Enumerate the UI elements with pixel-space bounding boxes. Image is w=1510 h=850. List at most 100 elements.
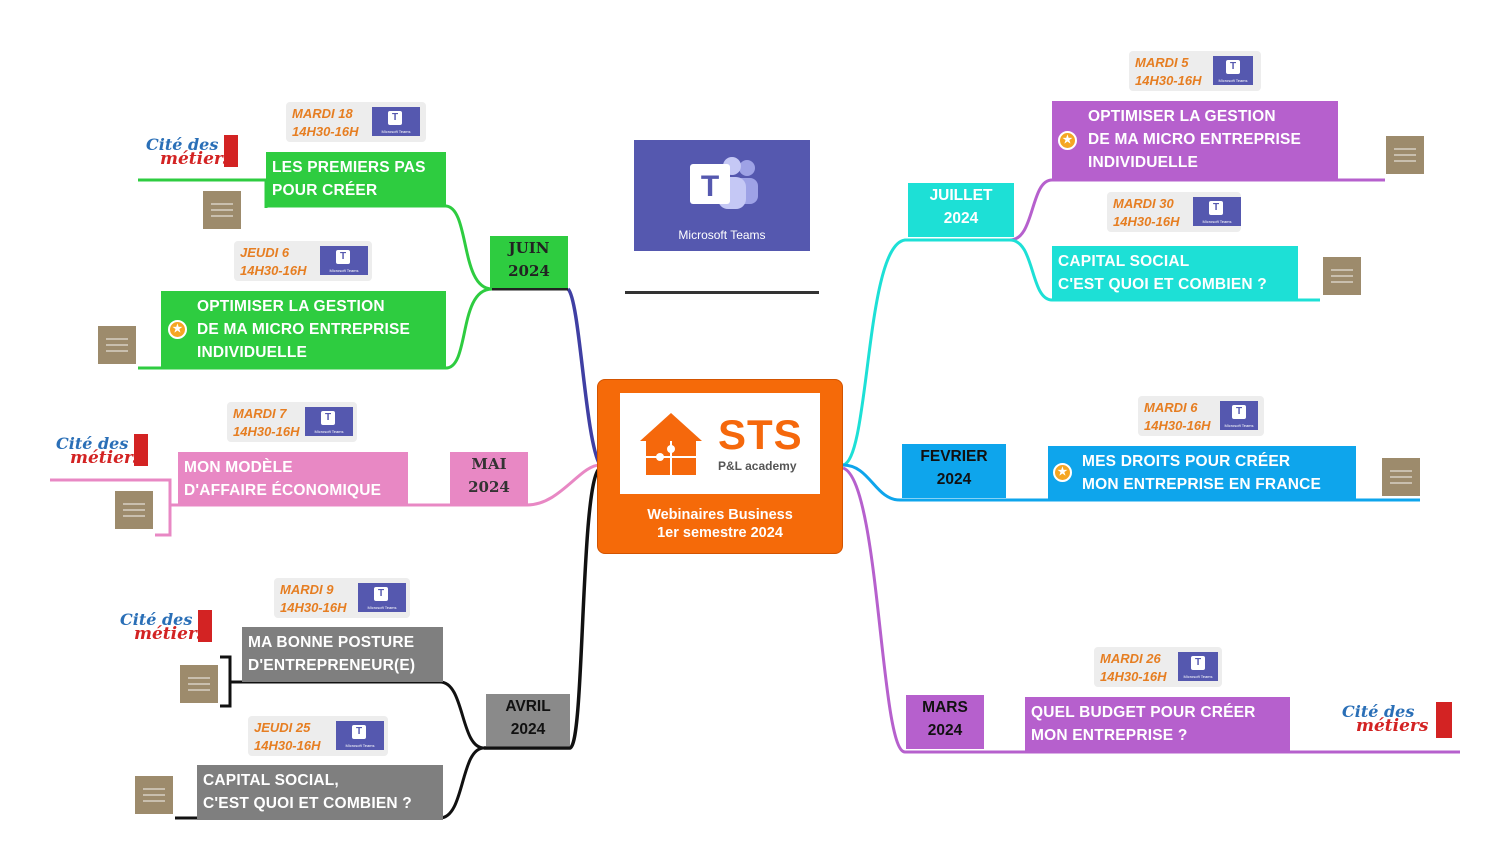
cite-des-metiers-logo: Cité des métiers [120,610,212,646]
month-label: FEVRIER [920,448,988,465]
brown-square-logo [135,776,173,814]
topic-line: MON MODÈLE [184,459,293,476]
month-year: 2024 [468,478,510,496]
topic-juillet-capital[interactable]: CAPITAL SOCIAL C'EST QUOI ET COMBIEN ? [1052,246,1298,300]
brand-name: STS [718,411,803,458]
cite-des-metiers-logo: Cité des métiers [146,135,238,171]
brown-square-logo [180,665,218,703]
date-time: 14H30-16H [292,124,359,139]
month-label: MARS [922,699,968,716]
month-avril[interactable]: AVRIL 2024 [486,694,570,746]
brand-subtitle: P&L academy [718,459,797,473]
central-node: STS P&L academy Webinaires Business 1er … [597,379,843,554]
brown-square-logo [1323,257,1361,295]
cite-logo-word-1: Cité des [146,135,219,154]
date-day: MARDI 7 [233,406,287,421]
topic-line: OPTIMISER LA GESTION [197,298,385,315]
brown-square-logo [203,191,241,229]
brown-square-logo [98,326,136,364]
brown-square-logo [115,491,153,529]
topic-mars-budget[interactable]: QUEL BUDGET POUR CRÉER MON ENTREPRISE ? [1025,697,1290,752]
month-mai[interactable]: MAI 2024 [450,452,528,504]
month-label: JUILLET [929,187,993,204]
month-year: 2024 [943,210,979,227]
month-year: 2024 [508,262,550,280]
topic-line: DE MA MICRO ENTREPRISE [197,321,411,338]
topic-line: INDIVIDUELLE [1088,154,1199,171]
topic-line: MON ENTREPRISE ? [1031,727,1188,744]
month-juillet[interactable]: JUILLET 2024 [908,183,1014,237]
topic-line: C'EST QUOI ET COMBIEN ? [1058,276,1267,293]
topic-juin-premiers-pas[interactable]: LES PREMIERS PAS POUR CRÉER [266,152,446,206]
topic-juin-optimiser[interactable]: ★ OPTIMISER LA GESTION DE MA MICRO ENTRE… [161,291,446,368]
topic-avril-posture[interactable]: MA BONNE POSTURE D'ENTREPRENEUR(E) [242,627,443,682]
date-time: 14H30-16H [1144,418,1211,433]
cite-logo-word-2: métiers [160,149,233,169]
date-time: 14H30-16H [240,263,307,278]
sts-puzzle-house-logo [640,413,702,475]
date-day: MARDI 18 [292,106,353,121]
svg-text:T: T [701,170,719,203]
topic-line: MES DROITS POUR CRÉER [1082,453,1291,470]
topic-line: POUR CRÉER [272,182,378,199]
topic-mai-modele[interactable]: MON MODÈLE D'AFFAIRE ÉCONOMIQUE [178,452,408,506]
date-time: 14H30-16H [1113,214,1180,229]
cite-logo-word-1: Cité des [56,434,129,453]
month-fevrier[interactable]: FEVRIER 2024 [902,444,1006,498]
cite-logo-word-1: Cité des [1342,702,1415,721]
month-juin[interactable]: JUIN 2024 [490,236,568,288]
divider [625,291,819,294]
date-time: 14H30-16H [254,738,321,753]
topic-juillet-optimiser[interactable]: ★ OPTIMISER LA GESTION DE MA MICRO ENTRE… [1052,101,1338,180]
month-year: 2024 [927,722,963,739]
cite-logo-word-2: métiers [1356,716,1429,736]
date-time: 14H30-16H [1135,73,1202,88]
date-time: 14H30-16H [1100,669,1167,684]
sts-logo: STS P&L academy [620,393,820,494]
topic-line: MA BONNE POSTURE [248,634,415,651]
month-mars[interactable]: MARS 2024 [906,695,984,749]
central-caption: Webinaires Business 1er semestre 2024 [598,506,842,542]
topic-line: D'ENTREPRENEUR(E) [248,657,416,674]
topic-line: D'AFFAIRE ÉCONOMIQUE [184,482,382,499]
topic-line: CAPITAL SOCIAL, [203,772,339,789]
star-icon: ★ [168,320,187,339]
caption-line-2: 1er semestre 2024 [657,525,783,541]
topic-line: CAPITAL SOCIAL [1058,253,1190,270]
month-label: JUIN [508,239,550,257]
microsoft-teams-logo: T Microsoft Teams [634,140,810,251]
brown-square-logo [1386,136,1424,174]
date-time: 14H30-16H [280,600,347,615]
topic-line: C'EST QUOI ET COMBIEN ? [203,795,412,812]
month-year: 2024 [936,471,972,488]
brown-square-logo [1382,458,1420,496]
star-icon: ★ [1053,463,1072,482]
cite-logo-word-2: métiers [134,624,207,644]
cite-des-metiers-logo: Cité des métiers [1342,702,1452,738]
topic-line: INDIVIDUELLE [197,344,308,361]
topic-fevrier-droits[interactable]: ★ MES DROITS POUR CRÉER MON ENTREPRISE E… [1048,446,1356,500]
date-time: 14H30-16H [233,424,300,439]
topic-line: LES PREMIERS PAS [272,159,426,176]
cite-des-metiers-logo: Cité des métiers [56,434,148,470]
date-day: JEUDI 6 [240,245,290,260]
date-day: MARDI 5 [1135,55,1189,70]
topic-avril-capital[interactable]: CAPITAL SOCIAL, C'EST QUOI ET COMBIEN ? [197,765,443,820]
